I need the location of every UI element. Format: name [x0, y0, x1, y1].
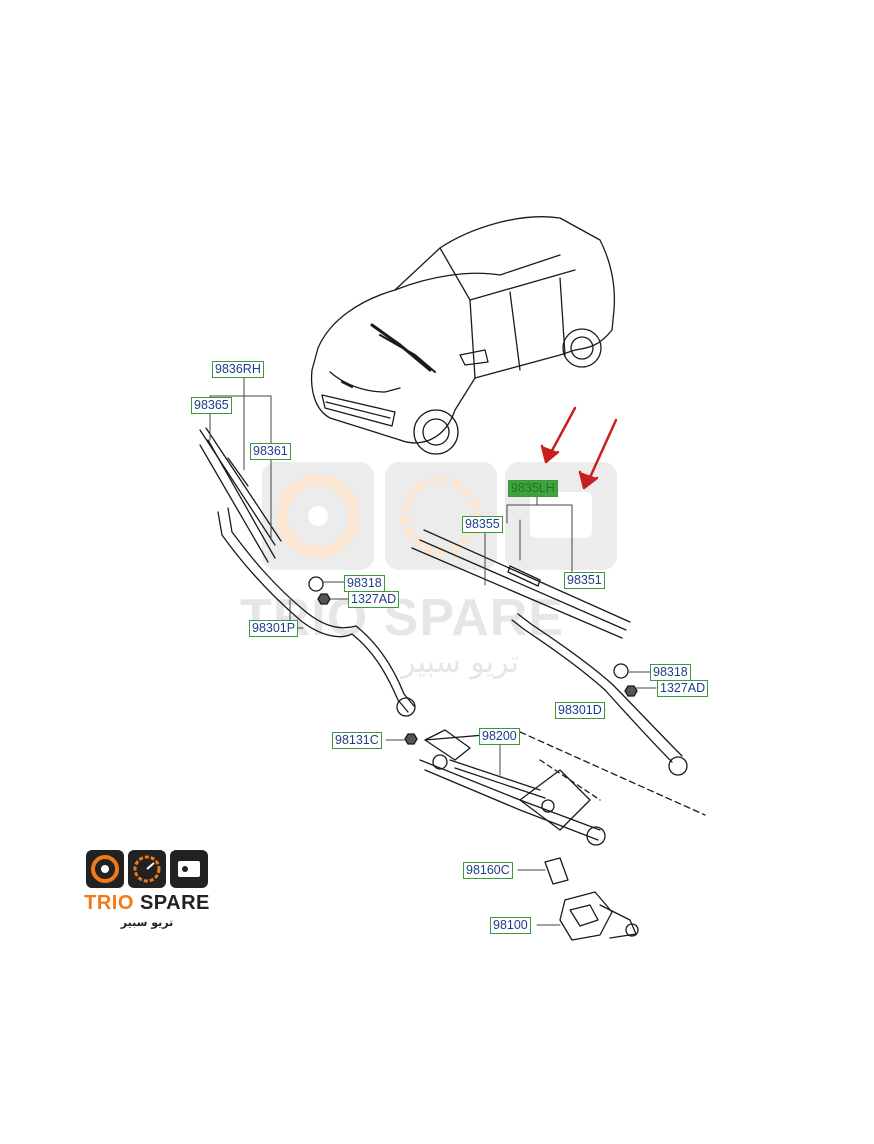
part-label-98100[interactable]: 98100 [490, 917, 531, 934]
wiper-arm-left-icon [217, 507, 416, 717]
trio-spare-logo-icon [86, 850, 208, 888]
part-label-98318-right[interactable]: 98318 [650, 664, 691, 681]
part-label-98160C[interactable]: 98160C [463, 862, 513, 879]
part-label-1327AD-right[interactable]: 1327AD [657, 680, 709, 697]
part-label-98200[interactable]: 98200 [479, 728, 520, 745]
part-label-98301P[interactable]: 98301P [249, 620, 299, 637]
part-label-98131C[interactable]: 98131C [332, 732, 382, 749]
wiper-arm-right-icon [511, 613, 688, 776]
logo-brand-arabic: تريو سبير [120, 916, 174, 929]
part-label-1327AD-left[interactable]: 1327AD [348, 591, 400, 608]
logo-brand-spare: SPARE [139, 892, 210, 914]
wiper-blade-left-icon [199, 427, 282, 563]
part-label-98365[interactable]: 98365 [191, 397, 232, 414]
part-label-98355[interactable]: 98355 [462, 516, 503, 533]
part-label-98318-left[interactable]: 98318 [344, 575, 385, 592]
car-icon [310, 216, 616, 455]
logo-brand-text: TRIO SPARE [82, 892, 212, 915]
watermark-brand-arabic: تريو سبير [400, 645, 520, 680]
watermark-brand: TRIO SPARE [240, 589, 564, 647]
part-label-9835LH[interactable]: 9835LH [508, 480, 558, 497]
motor-icon [544, 857, 639, 941]
trio-spare-logo: TRIO SPARE تريو سبير [82, 848, 212, 929]
part-label-98361[interactable]: 98361 [250, 443, 291, 460]
linkage-icon [419, 729, 706, 846]
part-label-98301D[interactable]: 98301D [555, 702, 605, 719]
logo-brand-trio: TRIO [84, 892, 134, 914]
part-label-9836RH[interactable]: 9836RH [212, 361, 264, 378]
red-arrow-icon [540, 406, 618, 490]
wiper-blade-right-icon [411, 529, 631, 639]
part-label-98351[interactable]: 98351 [564, 572, 605, 589]
